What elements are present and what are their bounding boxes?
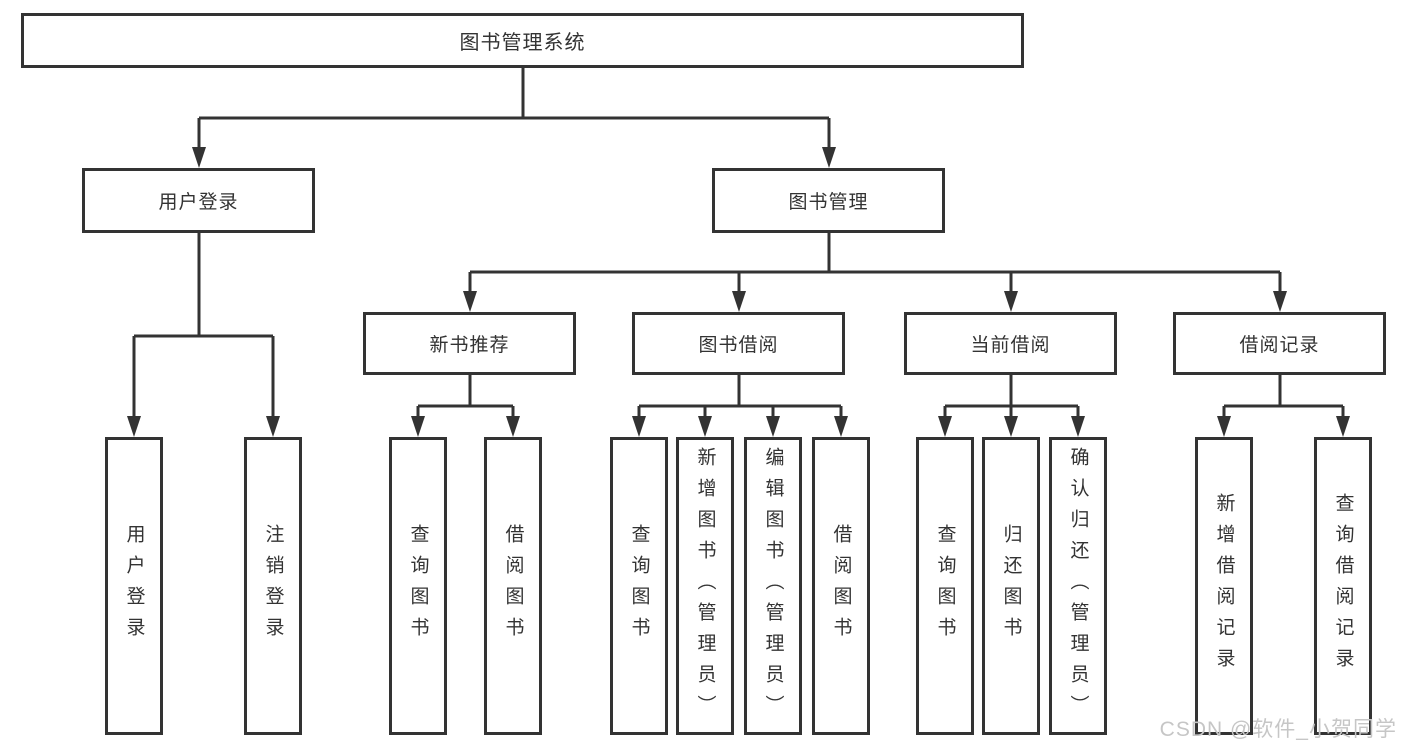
node-book-management-branch: 图书管理 — [712, 168, 945, 233]
leaf-confirm-return-admin: 确认归还（管理员） — [1049, 437, 1107, 735]
node-user-login-branch: 用户登录 — [82, 168, 315, 233]
leaf-borrow-books-recommend: 借阅图书 — [484, 437, 542, 735]
leaf-borrow-books: 借阅图书 — [812, 437, 870, 735]
node-current-borrow: 当前借阅 — [904, 312, 1117, 375]
leaf-label: 编辑图书（管理员） — [762, 446, 784, 726]
leaf-return-books: 归还图书 — [982, 437, 1040, 735]
leaf-label: 确认归还（管理员） — [1067, 446, 1089, 726]
leaf-label: 注销登录 — [262, 524, 284, 648]
tree-edges — [132, 68, 1345, 421]
node-new-book-recommend: 新书推荐 — [363, 312, 576, 375]
leaf-add-books-admin: 新增图书（管理员） — [676, 437, 734, 735]
leaf-label: 归还图书 — [1000, 524, 1022, 648]
leaf-add-borrow-record: 新增借阅记录 — [1195, 437, 1253, 735]
leaf-edit-books-admin: 编辑图书（管理员） — [744, 437, 802, 735]
leaf-query-books-current: 查询图书 — [916, 437, 974, 735]
csdn-watermark: CSDN @软件_小贺同学 — [1159, 718, 1397, 741]
leaf-query-books-borrow: 查询图书 — [610, 437, 668, 735]
node-book-borrow: 图书借阅 — [632, 312, 845, 375]
leaf-label: 查询图书 — [934, 524, 956, 648]
leaf-label: 查询借阅记录 — [1332, 493, 1354, 679]
arrow-heads — [127, 147, 1350, 437]
leaf-label: 新增图书（管理员） — [694, 446, 716, 726]
node-borrow-records: 借阅记录 — [1173, 312, 1386, 375]
node-root-system: 图书管理系统 — [21, 13, 1024, 68]
leaf-label: 用户登录 — [123, 524, 145, 648]
leaf-label: 查询图书 — [628, 524, 650, 648]
leaf-label: 新增借阅记录 — [1213, 493, 1235, 679]
leaf-label: 查询图书 — [407, 524, 429, 648]
leaf-query-books-recommend: 查询图书 — [389, 437, 447, 735]
leaf-logout-login: 注销登录 — [244, 437, 302, 735]
leaf-query-borrow-record: 查询借阅记录 — [1314, 437, 1372, 735]
leaf-user-login: 用户登录 — [105, 437, 163, 735]
leaf-label: 借阅图书 — [502, 524, 524, 648]
leaf-label: 借阅图书 — [830, 524, 852, 648]
